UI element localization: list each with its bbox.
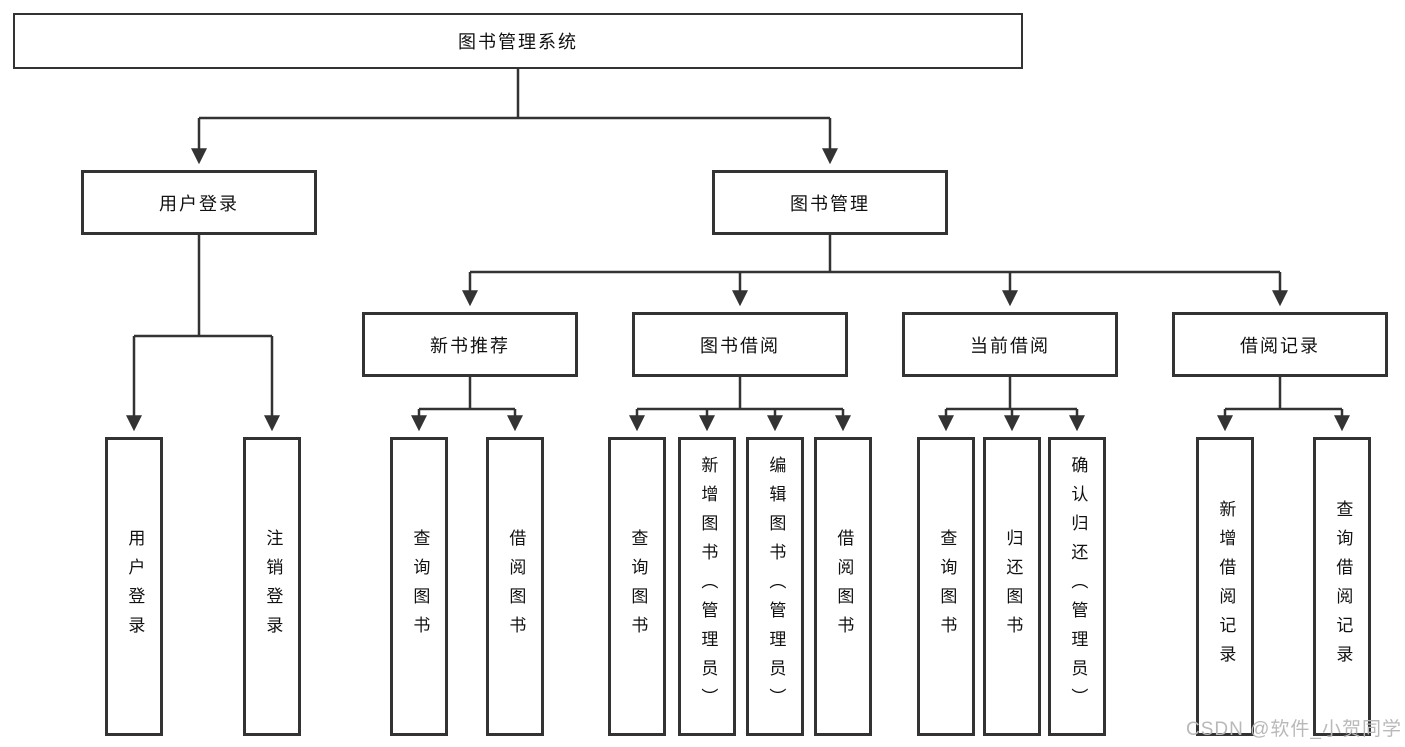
leaf-add-borrow-record: 新增借阅记录 <box>1196 437 1254 736</box>
node-library-system: 图书管理系统 <box>13 13 1023 69</box>
node-new-book-recommend: 新书推荐 <box>362 312 578 377</box>
leaf-return-books-label: 归还图书 <box>1003 528 1023 645</box>
leaf-logout: 注销登录 <box>243 437 301 736</box>
leaf-edit-book-admin: 编辑图书（管理员） <box>746 437 804 736</box>
leaf-edit-book-admin-label: 编辑图书（管理员） <box>766 456 786 717</box>
leaf-query-books-current: 查询图书 <box>917 437 975 736</box>
node-book-borrow: 图书借阅 <box>632 312 848 377</box>
leaf-query-books-borrow: 查询图书 <box>608 437 666 736</box>
leaf-query-borrow-record-label: 查询借阅记录 <box>1333 499 1353 674</box>
leaf-logout-label: 注销登录 <box>263 528 283 645</box>
node-library-system-label: 图书管理系统 <box>458 32 578 52</box>
node-new-book-recommend-label: 新书推荐 <box>430 335 510 356</box>
node-current-borrow: 当前借阅 <box>902 312 1118 377</box>
node-book-management-label: 图书管理 <box>790 193 870 214</box>
leaf-add-book-admin: 新增图书（管理员） <box>678 437 736 736</box>
leaf-user-login: 用户登录 <box>105 437 163 736</box>
leaf-borrow-books-recommend-label: 借阅图书 <box>506 528 526 645</box>
node-borrow-records: 借阅记录 <box>1172 312 1388 377</box>
csdn-watermark: CSDN @软件_小贺同学 <box>1186 719 1402 740</box>
leaf-query-books-current-label: 查询图书 <box>937 528 957 645</box>
leaf-return-books: 归还图书 <box>983 437 1041 736</box>
node-book-borrow-label: 图书借阅 <box>700 335 780 356</box>
leaf-query-books-recommend-label: 查询图书 <box>410 528 430 645</box>
leaf-borrow-books-label: 借阅图书 <box>834 528 854 645</box>
leaf-add-book-admin-label: 新增图书（管理员） <box>698 456 718 717</box>
node-user-login-label: 用户登录 <box>159 193 239 214</box>
node-borrow-records-label: 借阅记录 <box>1240 335 1320 356</box>
node-user-login: 用户登录 <box>81 170 317 235</box>
leaf-query-borrow-record: 查询借阅记录 <box>1313 437 1371 736</box>
leaf-query-books-borrow-label: 查询图书 <box>628 528 648 645</box>
node-book-management: 图书管理 <box>712 170 948 235</box>
leaf-borrow-books-recommend: 借阅图书 <box>486 437 544 736</box>
leaf-user-login-label: 用户登录 <box>125 528 145 645</box>
node-current-borrow-label: 当前借阅 <box>970 335 1050 356</box>
leaf-borrow-books: 借阅图书 <box>814 437 872 736</box>
leaf-confirm-return-admin: 确认归还（管理员） <box>1048 437 1106 736</box>
leaf-add-borrow-record-label: 新增借阅记录 <box>1216 499 1236 674</box>
leaf-confirm-return-admin-label: 确认归还（管理员） <box>1068 456 1088 717</box>
leaf-query-books-recommend: 查询图书 <box>390 437 448 736</box>
